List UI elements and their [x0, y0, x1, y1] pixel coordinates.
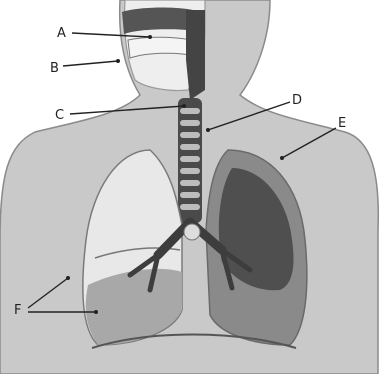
trachea-cartilage-rings: [180, 108, 200, 210]
label-f-dot-1: [66, 276, 70, 280]
label-d-dot: [206, 128, 210, 132]
label-c: C: [55, 108, 64, 123]
label-b: B: [50, 61, 59, 76]
label-b-dot: [116, 59, 120, 63]
label-e-dot: [280, 156, 284, 160]
label-b-leader: [63, 61, 118, 66]
label-f: F: [14, 303, 21, 318]
label-e: E: [338, 116, 346, 131]
label-a-dot: [148, 35, 152, 39]
label-d: D: [292, 93, 302, 108]
label-a: A: [57, 26, 66, 41]
label-c-dot: [182, 104, 186, 108]
carina-node: [184, 224, 200, 240]
pharynx: [186, 10, 205, 100]
label-f-dot-2: [94, 310, 98, 314]
